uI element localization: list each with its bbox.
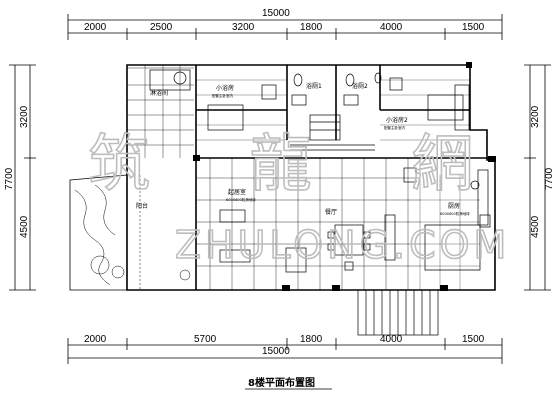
floor-tile-grid <box>196 158 420 290</box>
drawing-caption: 8楼平面布置图 <box>248 376 315 389</box>
small-room-1-label: 小浴房 <box>216 84 234 92</box>
top-dimension-6: 1500 <box>462 22 485 33</box>
watermark-chars: 筑 龍 網 <box>88 127 513 200</box>
bottom-dimensions <box>67 338 503 364</box>
top-dimension-1: 2000 <box>84 22 107 33</box>
balcony-outline <box>69 174 128 291</box>
small-room-2-sub-label: 配套主卧室内 <box>384 125 405 130</box>
fixtures <box>149 69 491 273</box>
top-dimension-2: 2500 <box>150 22 173 33</box>
toilet-2-label: 浴厕2 <box>352 82 368 90</box>
left-total-dimension: 7700 <box>4 167 15 190</box>
living-room-sub-label: 600X600防滑地砖 <box>226 197 256 202</box>
bottom-dimension-3: 1800 <box>300 334 323 345</box>
small-room-1-sub-label: 配套主卧室内 <box>212 93 233 98</box>
watermark-latin: ZHULONG.COM <box>175 223 510 267</box>
toilet-1-label: 浴厕1 <box>306 82 322 90</box>
top-dimension-4: 1800 <box>300 22 323 33</box>
bottom-dimension-2: 5700 <box>194 334 217 345</box>
bathroom-label: 淋浴间 <box>150 89 168 97</box>
bottom-dimension-4: 4000 <box>380 334 403 345</box>
balcony-stone-pattern <box>74 175 191 290</box>
right-dimensions <box>524 64 551 291</box>
bottom-dimension-1: 2000 <box>84 334 107 345</box>
top-dimensions <box>67 14 503 40</box>
kitchen-label: 厨房 <box>448 202 460 210</box>
structural-columns <box>193 62 496 291</box>
living-room-label: 起居室 <box>228 188 246 196</box>
left-dimension-2: 4500 <box>19 215 30 238</box>
bathroom-hatch <box>127 65 194 158</box>
right-dimension-1: 3200 <box>530 105 541 128</box>
exterior-walls <box>126 64 496 291</box>
bottom-dimension-5: 1500 <box>462 334 485 345</box>
top-dimension-3: 3200 <box>232 22 255 33</box>
small-room-2-label: 小浴房2 <box>386 116 408 124</box>
right-dimension-2: 4500 <box>530 215 541 238</box>
left-dimensions <box>9 64 36 291</box>
dining-room-label: 餐厅 <box>325 208 337 216</box>
right-total-dimension: 7700 <box>544 167 555 190</box>
bottom-total-dimension: 15000 <box>262 346 290 357</box>
kitchen-sub-label: 600X600防滑地砖 <box>440 211 470 216</box>
balcony-label: 阳台 <box>136 202 148 210</box>
kitchen-tile-grid <box>419 158 480 290</box>
entrance-steps <box>357 289 439 336</box>
top-dimension-5: 4000 <box>380 22 403 33</box>
left-dimension-1: 3200 <box>19 105 30 128</box>
top-total-dimension: 15000 <box>262 8 290 19</box>
